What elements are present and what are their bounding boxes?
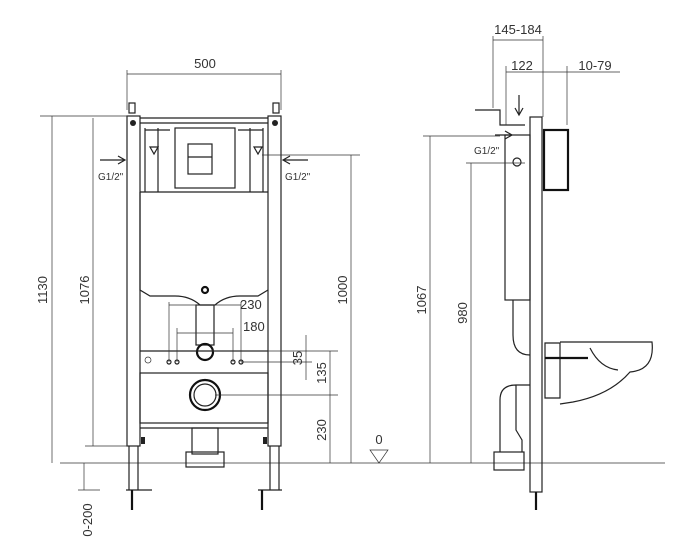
left-top-bracket [128, 102, 136, 114]
side-inlet-height-dimension: 1067 [414, 286, 429, 315]
side-inlet-label: G1/2" [474, 146, 500, 157]
right-post [267, 115, 282, 447]
floor-level-marker [369, 449, 389, 464]
flush-plate [174, 127, 236, 189]
bolt-inner-dimension: 180 [243, 319, 265, 334]
width-dimension: 500 [194, 56, 216, 71]
inlet-height-dimension: 1000 [335, 276, 350, 305]
front-view: 500 1130 1076 1000 230 180 35 135 230 0 … [35, 56, 389, 537]
frame-height-dimension: 1076 [77, 276, 92, 305]
outlet-height-dimension: 230 [314, 419, 329, 441]
total-height-dimension: 1130 [35, 276, 50, 304]
bolt-to-outlet-dimension: 135 [314, 362, 329, 384]
side-cistern [504, 134, 531, 301]
cistern-depth-dimension: 122 [511, 58, 533, 73]
right-inlet-label: G1/2" [285, 172, 311, 183]
secondary-height-dimension: 980 [455, 302, 470, 324]
floor-level-label: 0 [375, 432, 382, 447]
bolt-outer-dimension: 230 [240, 297, 262, 312]
side-frame-post [529, 116, 543, 493]
left-post [126, 115, 141, 447]
leg-adjust-dimension: 0-200 [80, 503, 95, 536]
side-view: 145-184 122 10-79 1067 980 G1/2" [414, 22, 653, 510]
flush-outlet [195, 342, 215, 362]
plate-offset-dimension: 10-79 [578, 58, 611, 73]
offset-dimension: 35 [290, 351, 305, 365]
depth-dimension: 145-184 [494, 22, 542, 37]
left-inlet-label: G1/2" [98, 172, 124, 183]
side-flush-plate [542, 128, 570, 192]
right-top-bracket [272, 102, 280, 114]
